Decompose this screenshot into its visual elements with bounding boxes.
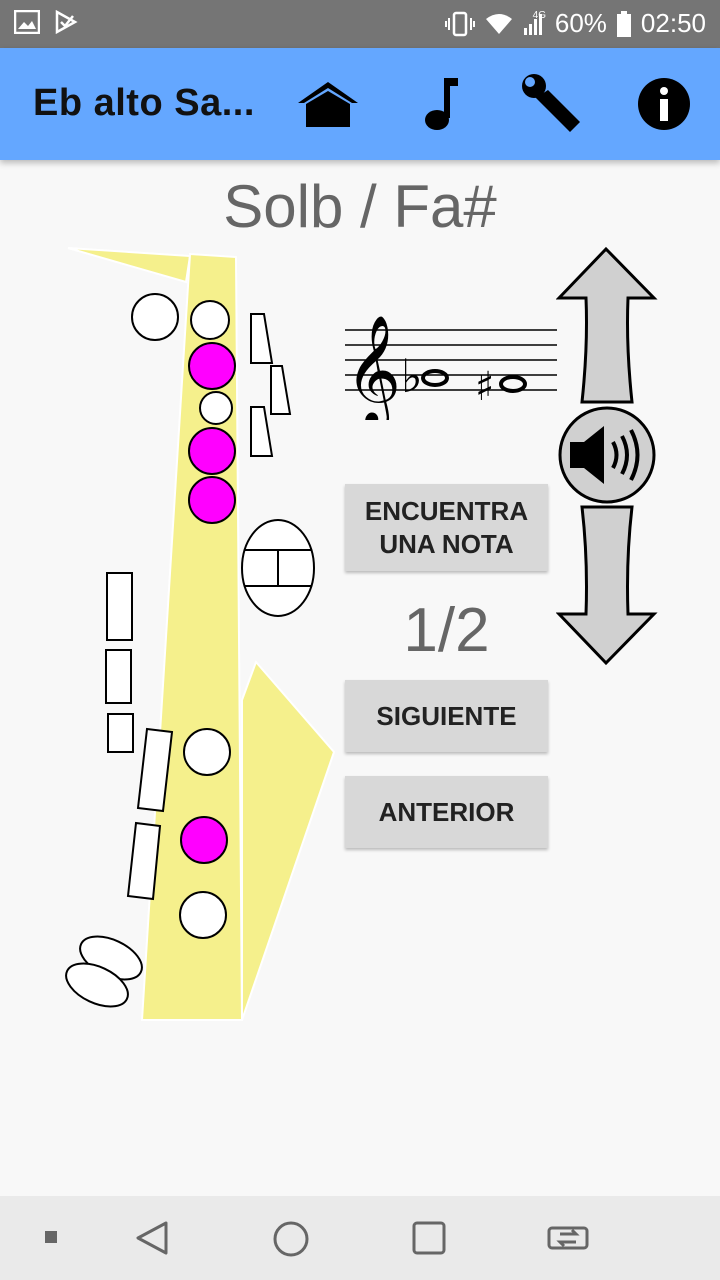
app-bar: Eb alto Sa... — [0, 48, 720, 160]
note-title: Solb / Fa# — [223, 173, 497, 240]
navigation-bar — [0, 1196, 720, 1280]
page-counter: 1/2 — [403, 596, 490, 665]
recents-button[interactable] — [411, 1220, 447, 1256]
gallery-icon — [14, 10, 40, 34]
info-icon — [638, 78, 690, 130]
lower-key-3 — [179, 891, 227, 939]
settings-button[interactable] — [520, 72, 584, 136]
battery-icon — [616, 10, 631, 37]
status-bar: 4G 60% 02:50 — [0, 0, 720, 48]
upper-key-5 — [188, 476, 236, 524]
home-button[interactable] — [296, 72, 360, 136]
side-keys — [241, 519, 315, 617]
find-note-button[interactable]: ENCUENTRA UNA NOTA — [345, 484, 548, 571]
back-button[interactable] — [134, 1220, 170, 1256]
clock: 02:50 — [640, 8, 706, 38]
palm-key-2 — [270, 365, 292, 415]
flat-icon: ♭ — [401, 349, 423, 403]
home-icon — [298, 82, 358, 127]
network-type: 4G — [532, 10, 546, 21]
side-key-4 — [136, 727, 174, 813]
play-sound-button[interactable] — [556, 404, 658, 506]
music-note-icon — [425, 78, 458, 130]
upper-key-2 — [188, 342, 236, 390]
vibrate-icon — [444, 11, 475, 36]
music-staff: 𝄞 ♭ ♯ — [345, 315, 557, 420]
previous-button[interactable]: ANTERIOR — [345, 776, 548, 848]
upper-key-3 — [199, 391, 233, 425]
note-head-1 — [421, 369, 449, 387]
music-button[interactable] — [408, 72, 472, 136]
lower-key-1 — [183, 728, 231, 776]
home-nav-button[interactable] — [272, 1220, 310, 1258]
next-button[interactable]: SIGUIENTE — [345, 680, 548, 752]
app-title: Eb alto Sa... — [33, 82, 255, 124]
low-key-2 — [65, 962, 129, 1008]
sharp-icon: ♯ — [475, 364, 494, 410]
lower-key-2 — [180, 816, 228, 864]
side-key-5 — [126, 821, 162, 901]
side-key-3 — [107, 713, 134, 753]
note-down-button[interactable] — [556, 504, 658, 666]
square-dot-icon — [45, 1231, 57, 1243]
battery-percent: 60% — [554, 8, 607, 38]
upper-key-1 — [190, 300, 230, 340]
upper-key-4 — [188, 427, 236, 475]
info-button[interactable] — [632, 72, 696, 136]
palm-key-3 — [250, 406, 274, 457]
treble-clef-icon: 𝄞 — [345, 315, 401, 420]
speaker-icon — [570, 426, 640, 484]
play-store-icon — [55, 10, 78, 34]
side-key-1 — [106, 572, 133, 641]
note-up-button[interactable] — [556, 246, 658, 406]
switch-app-button[interactable] — [546, 1220, 590, 1256]
side-key-2 — [105, 649, 132, 704]
wifi-icon — [485, 13, 512, 34]
octave-key — [131, 293, 179, 341]
wrench-icon — [522, 74, 580, 132]
palm-key-1 — [250, 313, 274, 364]
signal-icon — [523, 13, 542, 35]
note-head-2 — [499, 375, 527, 393]
